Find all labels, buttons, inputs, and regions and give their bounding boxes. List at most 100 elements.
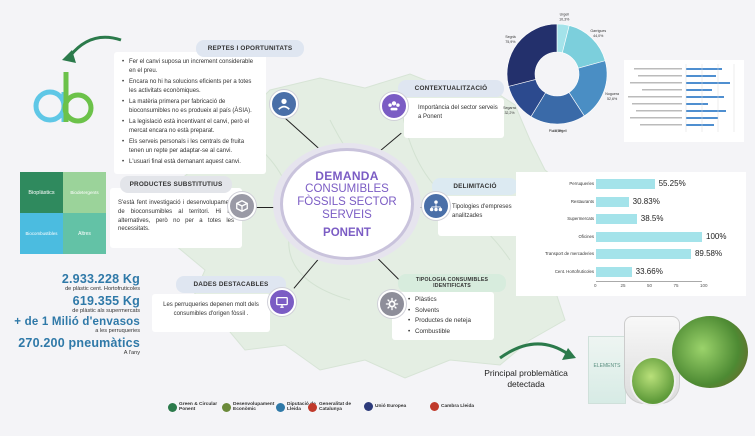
logo-text: Green & Circular Ponent [179,402,218,412]
donut-label: Segrià [505,35,515,39]
connector-line [255,207,285,208]
center-place: PONENT [323,227,371,239]
logo-mark-icon [430,402,439,411]
center-circle: DEMANDA CONSUMIBLES FÒSSILS SECTOR SERVE… [280,148,414,260]
hbar-category: Cent. Hortofruticoles [554,268,594,274]
center-title: DEMANDA [315,169,379,183]
gear-icon [378,290,406,318]
logo-text: Diputació de Lleida [287,402,316,412]
curved-arrow-icon [62,35,122,63]
donut-slice [506,23,558,87]
contextualitzacio-title: CONTEXTUALITZACIÓ [398,80,504,97]
list-item: La matèria primera per fabricació de bio… [122,98,260,116]
donut-chart: Urgell10,3%Garrigues44,0%Noguera52,6%Pla… [503,12,619,133]
puzzle-piece: Biocombustibles [20,213,63,254]
partner-logo: Green & Circular Ponent [168,402,220,412]
tipologia-title: TIPOLOGIA CONSUMIBLES IDENTIFICATS [398,274,506,292]
curved-arrow-icon [499,342,576,360]
destacables-text: Les perruqueries depenen molt dels consu… [163,302,259,317]
list-item: Plàstics [408,296,488,304]
list-item: Productes de neteja [408,317,488,325]
list-item: L'usuari final està demanant aquest canv… [122,158,260,167]
hbar-bar [596,249,691,259]
stat-number: 2.933.228 Kg [61,272,140,286]
problematica-label: Principal problemàtica detectada [484,368,568,389]
substitutius-text: S'està fent investigació i desenvolupame… [118,200,234,233]
delimitacio-title: DELIMITACIÓ [432,178,518,195]
logo-text: Cambra Lleida [441,404,475,409]
hbar-value-label: 89.58% [694,249,723,258]
hbar-value-label: 55.25% [658,179,686,188]
center-line: CONSUMIBLES [305,183,389,195]
hbar-bar [596,266,632,277]
hbar-category: Oficines [578,233,594,239]
center-line: FÒSSILS SECTOR [297,196,397,208]
puzzle-label: Biodetergents [70,190,99,195]
list-item: Els serveis personals i les centrals de … [122,138,260,156]
chat-icon [270,90,298,118]
donut-label: 46,9% [553,129,564,133]
tipologia-list: Plàstics Solvents Productes de neteja Co… [408,296,488,336]
puzzle-label: Biocombustibles [25,231,58,236]
donut-label: 44,0% [593,34,604,38]
stat-number: 270.200 pneumàtics [18,336,140,350]
partner-logo: Desenvolupament Econòmic [222,402,274,412]
partner-logo: Generalitat de Catalunya [308,402,360,412]
donut-label: Urgell [560,12,570,16]
fruit-photo [672,316,748,388]
partner-logo: Unió Europea [364,402,416,411]
stat-label: de plàstic als supermercats [72,308,140,314]
puzzle-piece: Altres [63,213,106,254]
monitor-icon [268,288,296,316]
puzzle-label: Bioplàstics [28,189,55,196]
fruit-photo [630,356,676,406]
delimitacio-text: Tipologies d'empreses analitzades [452,204,512,219]
hbar-tick: 0 [594,283,597,288]
puzzle-graphic: Bioplàstics Biodetergents Biocombustible… [20,172,106,254]
donut-label: Pla d'Urgell [549,129,567,133]
hbar-tick: 50 [647,283,653,288]
hbar-bar [596,231,702,242]
contextualitzacio-text: Importància del sector serveis a Ponent [418,105,498,120]
org-chart-icon [422,192,450,220]
logo-text: Unió Europea [375,404,407,409]
stat-label: a les perruqueries [95,328,140,334]
stat-number: + de 1 Milió d'envasos [14,316,140,328]
hbar-bar [596,179,655,189]
destacables-title: DADES DESTACABLES [176,276,286,293]
hbar-category: Supermercats [567,216,594,221]
list-item: Combustible [408,328,488,336]
stat-label: A l'any [123,350,140,356]
reptes-list: Fer el canvi suposa un increment conside… [122,58,260,167]
tipologia-panel: Plàstics Solvents Productes de neteja Co… [392,292,494,340]
hbar-category: Transport de mercaderies [544,251,594,256]
reptes-title: REPTES I OPORTUNITATS [196,40,304,57]
donut-label: 10,3% [559,17,570,21]
donut-label: Garrigues [590,29,606,33]
hbar-value-label: 30.83% [632,196,660,206]
logo-mark-icon [364,402,373,411]
contextualitzacio-panel: Importància del sector serveis a Ponent [404,98,504,138]
reptes-panel: Fer el canvi suposa un increment conside… [114,52,266,174]
donut-label: Noguera [605,92,619,96]
puzzle-piece: Biodetergents [63,172,106,213]
partner-logo: Diputació de Lleida [276,402,328,412]
donut-label: Segarra [503,106,516,110]
stat-number: 619.355 Kg [72,294,140,308]
people-group-icon [380,92,408,120]
destacables-panel: Les perruqueries depenen molt dels consu… [152,294,270,332]
hbar-bar [596,214,637,224]
hbar-value-label: 33.66% [635,266,663,276]
ab-logo [28,64,108,130]
products-photo: ELEMENTS [580,316,750,408]
list-item: Solvents [408,307,488,315]
mini-bar-chart [624,60,744,142]
logo-mark-icon [168,402,177,412]
logo-text: Generalitat de Catalunya [319,402,351,412]
hbar-category: Restaurants [570,198,594,204]
substitutius-panel: S'està fent investigació i desenvolupame… [110,188,242,248]
donut-label: 32,2% [504,111,515,115]
hbar-tick: 100 [700,283,708,288]
puzzle-piece: Bioplàstics [20,172,63,213]
